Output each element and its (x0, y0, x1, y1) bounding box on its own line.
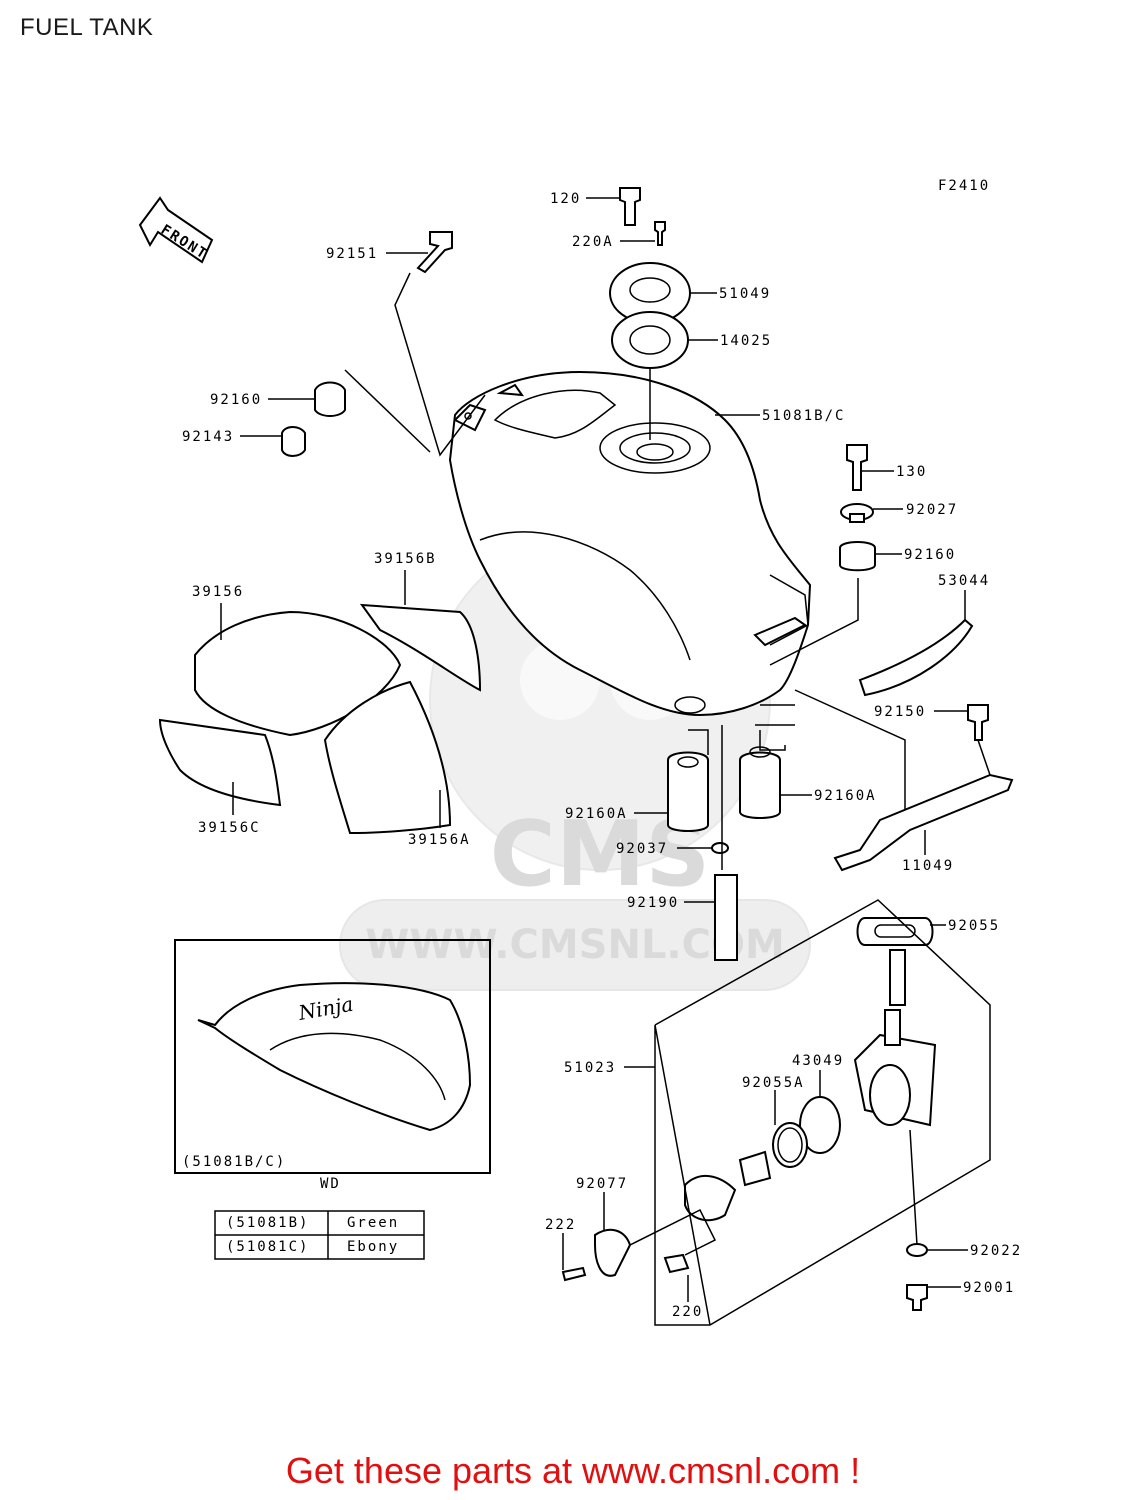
leader-lines (220, 197, 968, 1302)
label-92151: 92151 (326, 246, 378, 262)
bottom-dampers (667, 704, 795, 961)
bracket-11049 (794, 689, 1014, 872)
label-51049: 51049 (719, 286, 771, 302)
label-92027: 92027 (906, 502, 958, 518)
color-variant-inset: Ninja (51081B/C) WD (174, 939, 491, 1192)
label-222: 222 (545, 1217, 576, 1233)
label-92077: 92077 (576, 1176, 628, 1192)
inset-under-label: WD (320, 1176, 341, 1192)
label-220A: 220A (572, 234, 614, 250)
front-arrow-icon: FRONT (138, 196, 214, 264)
color-table-color-0: Green (347, 1215, 399, 1231)
fuel-tap-assembly (561, 899, 991, 1326)
trim-strip-53044 (858, 618, 974, 697)
label-92160-right: 92160 (904, 547, 956, 563)
label-130: 130 (896, 464, 927, 480)
color-table-color-1: Ebony (347, 1239, 399, 1255)
label-39156: 39156 (192, 584, 244, 600)
label-11049: 11049 (902, 858, 954, 874)
figure-code: F2410 (938, 178, 990, 194)
color-table: (51081B) Green (51081C) Ebony (214, 1210, 425, 1260)
label-53044: 53044 (938, 573, 990, 589)
label-92160-top: 92160 (210, 392, 262, 408)
side-decals (158, 603, 482, 835)
label-92160A-left: 92160A (565, 806, 628, 822)
label-220: 220 (672, 1304, 703, 1320)
label-92055: 92055 (948, 918, 1000, 934)
footer-promo: Get these parts at www.cmsnl.com ! (285, 1450, 861, 1491)
label-92150: 92150 (874, 704, 926, 720)
label-92190: 92190 (627, 895, 679, 911)
color-table-code-1: (51081C) (226, 1239, 309, 1255)
color-table-code-0: (51081B) (226, 1215, 309, 1231)
label-39156B: 39156B (374, 551, 437, 567)
inset-caption: (51081B/C) (182, 1154, 286, 1170)
label-92037: 92037 (616, 841, 668, 857)
label-92022: 92022 (970, 1243, 1022, 1259)
label-92055A: 92055A (742, 1075, 805, 1091)
label-39156A: 39156A (408, 832, 471, 848)
label-39156C: 39156C (198, 820, 261, 836)
fuel-cap-assembly (609, 187, 691, 440)
page-title: FUEL TANK (20, 14, 154, 41)
fuel-tank (448, 370, 812, 717)
label-92160A-right: 92160A (814, 788, 877, 804)
right-mount-parts (769, 444, 876, 666)
left-mount-parts (281, 231, 486, 457)
label-43049: 43049 (792, 1053, 844, 1069)
label-92001: 92001 (963, 1280, 1015, 1296)
label-51023: 51023 (564, 1060, 616, 1076)
label-51081BC: 51081B/C (762, 408, 845, 424)
label-120: 120 (550, 191, 581, 207)
label-14025: 14025 (720, 333, 772, 349)
label-92143: 92143 (182, 429, 234, 445)
part-labels: 120 220A 51049 14025 92151 92160 92143 5… (182, 191, 1022, 1320)
